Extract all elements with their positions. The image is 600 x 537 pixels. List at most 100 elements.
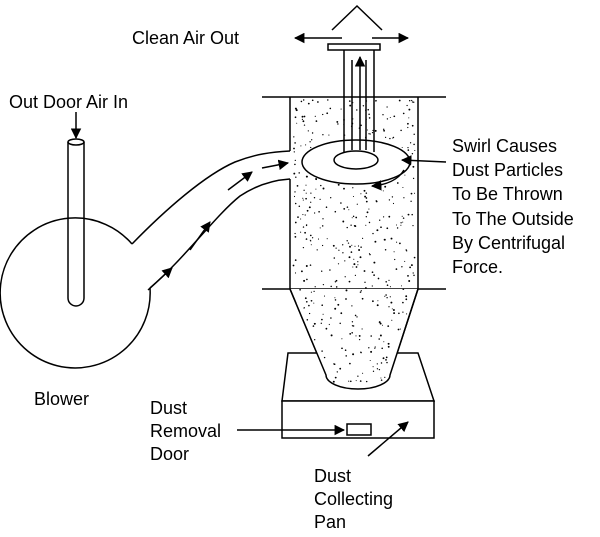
dust-speck (322, 187, 325, 190)
dust-speck (412, 101, 415, 103)
dust-speck (322, 218, 324, 220)
dust-speck (380, 362, 383, 364)
dust-speck (349, 104, 352, 107)
dust-speck (407, 147, 409, 149)
dust-speck (310, 146, 312, 149)
dust-speck (333, 257, 336, 259)
dust-speck (407, 149, 410, 151)
dust-speck (359, 256, 362, 259)
dust-speck (408, 99, 411, 102)
dust-speck (365, 100, 368, 102)
dust-speck (410, 200, 412, 202)
dust-speck (326, 112, 329, 115)
dust-speck (361, 328, 363, 330)
dust-speck (389, 286, 391, 288)
blower-duct-lower (149, 178, 291, 289)
dust-speck (318, 210, 320, 213)
dust-speck (336, 371, 338, 373)
dust-speck (305, 197, 307, 200)
dust-speck (317, 238, 320, 240)
dust-speck (313, 302, 315, 304)
dust-speck (360, 124, 362, 127)
dust-speck (350, 224, 352, 226)
dust-speck (402, 217, 405, 219)
outdoor-air-inlet-pipe (67, 142, 85, 307)
dust-speck (322, 113, 324, 116)
dust-speck (368, 221, 371, 224)
dust-speck (385, 294, 387, 296)
dust-speck (401, 285, 402, 287)
label-swirl-line-6: Force. (452, 257, 504, 277)
dust-speck (385, 359, 387, 361)
dust-speck (336, 120, 339, 123)
dust-speck (397, 328, 400, 331)
label-dust-collecting-pan-line-3: Pan (314, 512, 347, 532)
dust-speck (369, 133, 371, 135)
label-clean-air-out: Clean Air Out (132, 28, 240, 48)
dust-speck (362, 105, 365, 107)
dust-speck (339, 322, 341, 325)
dust-speck (369, 359, 371, 362)
dust-speck (407, 122, 409, 125)
dust-speck (356, 316, 358, 318)
dust-speck (387, 345, 390, 348)
dust-speck (352, 266, 354, 268)
dust-speck (316, 249, 318, 251)
dust-speck (384, 185, 387, 188)
dust-speck (381, 347, 383, 350)
dust-speck (374, 129, 377, 132)
dust-speck (362, 237, 364, 239)
dust-speck (380, 226, 382, 229)
dust-speck (323, 295, 326, 297)
dust-speck (313, 196, 316, 199)
dust-speck (359, 291, 362, 293)
swirl-inner-ellipse (333, 150, 379, 170)
dust-speck (406, 104, 408, 107)
dust-speck (314, 339, 316, 341)
dust-speck (302, 197, 304, 199)
dust-particles (292, 99, 416, 383)
dust-speck (371, 285, 373, 287)
dust-speck (329, 269, 331, 271)
dust-speck (309, 141, 311, 143)
dust-speck (344, 276, 346, 278)
outlet-pipe-cap (327, 43, 381, 51)
label-dust-removal-door-line-2: Removal (150, 421, 222, 441)
dust-speck (302, 120, 305, 123)
dust-speck (360, 193, 362, 195)
dust-speck (310, 291, 312, 293)
dust-speck (357, 245, 360, 247)
dust-speck (307, 130, 309, 132)
label-swirl-line-2: Dust Particles (452, 160, 564, 180)
dust-speck (310, 299, 313, 302)
dust-speck (346, 206, 349, 208)
dust-speck (356, 109, 358, 111)
dust-speck (412, 165, 415, 168)
label-outdoor-air-in: Out Door Air In (9, 92, 129, 112)
dust-speck (391, 319, 393, 321)
dust-speck (341, 338, 343, 340)
swirl-label-leader (400, 155, 447, 166)
dust-speck (404, 174, 406, 176)
dust-speck (301, 118, 303, 120)
dust-speck (296, 185, 299, 187)
dust-speck (393, 312, 396, 315)
dust-speck (351, 217, 353, 219)
dust-speck (311, 139, 313, 141)
dust-speck (389, 296, 391, 298)
dust-speck (297, 216, 299, 218)
dust-speck (308, 312, 311, 315)
dust-speck (363, 189, 366, 192)
dust-speck (367, 108, 369, 111)
label-swirl-line-5: By Centrifugal (452, 233, 566, 253)
dust-speck (391, 196, 394, 198)
dust-speck (409, 266, 411, 269)
dust-speck (365, 286, 367, 289)
dust-speck (358, 127, 361, 129)
cyclone-cone-outline (289, 288, 419, 390)
dust-speck (396, 241, 398, 243)
dust-speck (371, 131, 374, 134)
swirl-arrow (370, 169, 405, 191)
dust-speck (310, 201, 312, 203)
dust-speck (337, 303, 340, 306)
